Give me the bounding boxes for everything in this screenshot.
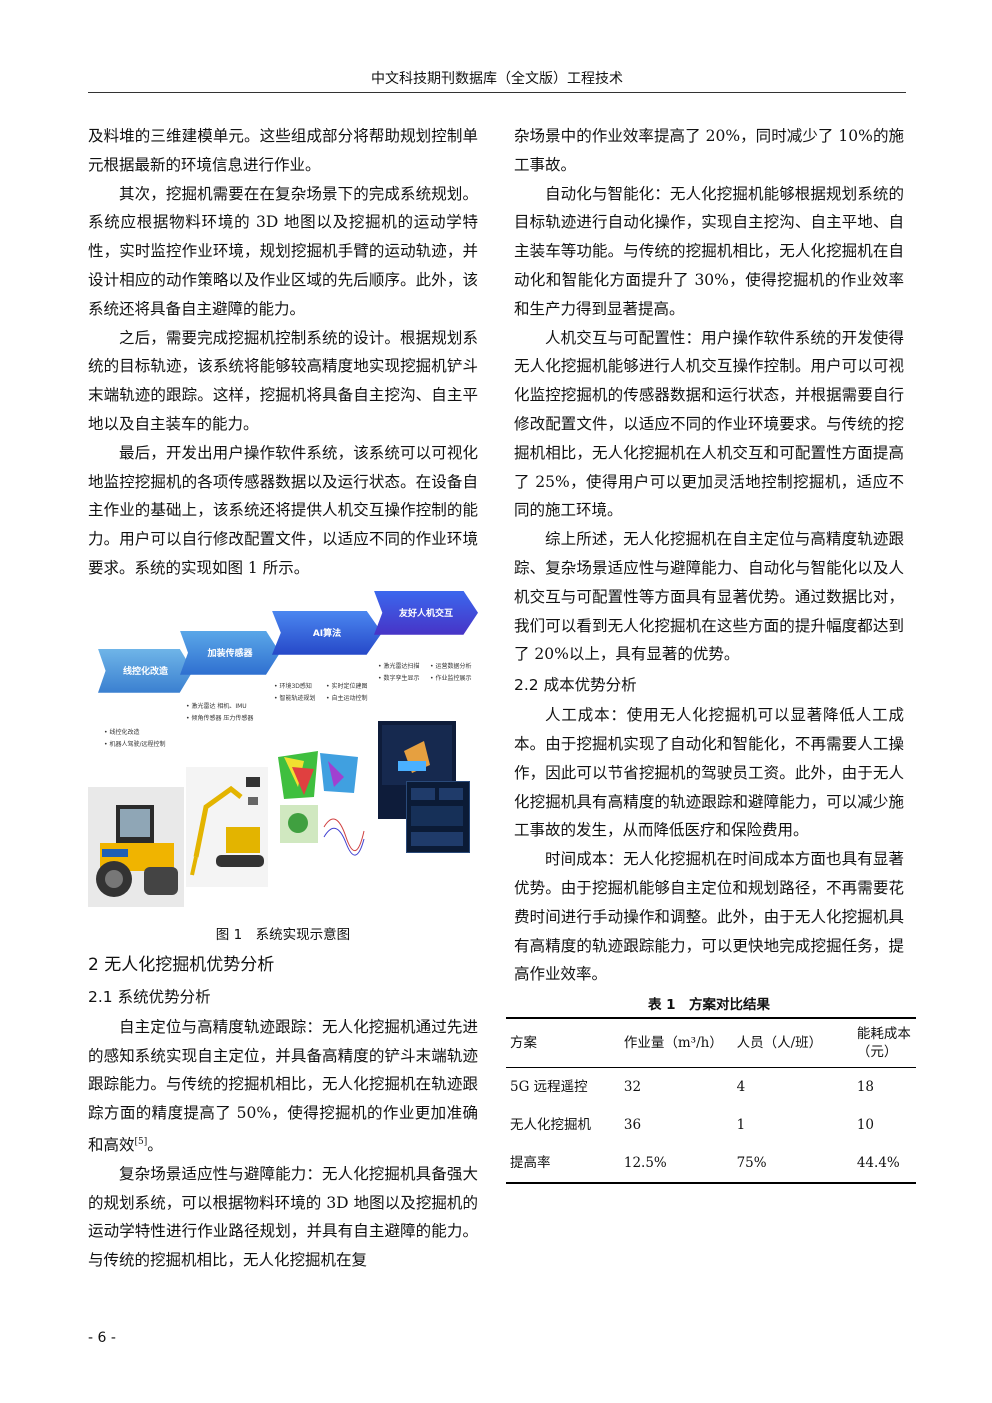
excavator-sensor-image — [186, 766, 268, 887]
paragraph: 其次，挖掘机需要在在复杂场景下的完成系统规划。系统应根据物料环境的 3D 地图以… — [88, 184, 478, 318]
bullet-item: 激光雷达扫描 — [378, 661, 426, 673]
paragraph: 最后，开发出用户操作软件系统，该系统可以可视化地监控挖掘机的各项传感器数据以及运… — [88, 443, 478, 577]
bullet-item: 数字孪生显示 — [378, 673, 426, 685]
bullet-item: 线控化改造 — [104, 727, 165, 739]
step-arrow-1: 线控化改造 — [98, 648, 193, 693]
bullet-item: 倾角传感器 压力传感器 — [186, 713, 253, 725]
table-caption: 表 1 方案对比结果 — [647, 997, 771, 1014]
bullet-item: 实时定位建图 — [326, 681, 374, 693]
bullets-step-1: 线控化改造 机器人驾驶/远程控制 — [104, 727, 165, 751]
paragraph-text: 自主定位与高精度轨迹跟踪：无人化挖掘机通过先进的感知系统实现自主定位，并具备高精… — [88, 1017, 478, 1155]
table-cell: 75% — [732, 1144, 853, 1185]
bullet-item: 自主运动控制 — [326, 693, 374, 705]
road-roller-image — [88, 786, 184, 907]
citation: [5] — [134, 1136, 148, 1147]
bullets-step-4: 激光雷达扫描 运营数据分析 数字孪生显示 作业监控展示 — [378, 661, 478, 685]
table-header-cell: 方案 — [506, 1017, 620, 1069]
table-header-cell: 能耗成本（元） — [852, 1017, 916, 1069]
paragraph: 综上所述，无人化挖掘机在自主定位与高精度轨迹跟踪、复杂场景适应性与避障能力、自动… — [514, 530, 904, 664]
subsection-heading: 2.2 成本优势分析 — [514, 676, 637, 695]
table-cell: 36 — [623, 1117, 642, 1134]
paragraph: 及料堆的三维建模单元。这些组成部分将帮助规划控制单元根据最新的环境信息进行作业。 — [88, 127, 478, 174]
step-arrow-3: AI算法 — [272, 610, 382, 655]
table-cell: 4 — [736, 1079, 746, 1096]
table-cell: 1 — [736, 1117, 746, 1134]
paragraph: 时间成本：无人化挖掘机在时间成本方面也具有显著优势。由于挖掘机能够自主定位和规划… — [514, 850, 904, 984]
paragraph: 人机交互与可配置性：用户操作软件系统的开发使得无人化挖掘机能够进行人机交互操作控… — [514, 328, 904, 520]
comparison-table: 方案 作业量（m³/h） 人员（人/班） 能耗成本（元） 5G 远程遥控 32 … — [506, 1017, 916, 1185]
step-arrow-2: 加装传感器 — [180, 630, 280, 675]
section-heading: 2 无人化挖掘机优势分析 — [88, 954, 275, 975]
bullet-item: 运营数据分析 — [430, 661, 478, 673]
paragraph: 之后，需要完成挖掘机控制系统的设计。根据规划系统的目标轨迹，该系统将能够较高精度… — [88, 328, 478, 433]
table-header-cell: 作业量（m³/h） — [619, 1017, 733, 1069]
paragraph-text: 。 — [147, 1136, 163, 1155]
table-header-cell: 人员（人/班） — [732, 1017, 853, 1069]
figure-1: 线控化改造 加装传感器 AI算法 友好人机交互 线控化改造 机器人驾驶/远程控制… — [88, 587, 478, 917]
table-cell: 提高率 — [506, 1144, 620, 1185]
paragraph: 人工成本：使用无人化挖掘机可以显著降低人工成本。由于挖掘机实现了自动化和智能化，… — [514, 706, 904, 840]
left-column: 及料堆的三维建模单元。这些组成部分将帮助规划控制单元根据最新的环境信息进行作业。… — [88, 122, 478, 1275]
table-cell: 18 — [856, 1079, 875, 1096]
table-header-row: 方案 作业量（m³/h） 人员（人/班） 能耗成本（元） — [506, 1017, 916, 1069]
point-cloud-image — [274, 746, 366, 877]
table-cell: 44.4% — [852, 1144, 916, 1185]
table-row: 提高率 12.5% 75% 44.4% — [506, 1144, 916, 1185]
paragraph: 自动化与智能化：无人化挖掘机能够根据规划系统的目标轨迹进行自动化操作，实现自主挖… — [514, 184, 904, 318]
subsection-heading: 2.1 系统优势分析 — [88, 987, 211, 1006]
bullet-item: 智能轨迹规划 — [274, 693, 322, 705]
bullet-item: 机器人驾驶/远程控制 — [104, 739, 165, 751]
table-cell: 32 — [623, 1079, 642, 1096]
step-arrow-4: 友好人机交互 — [374, 590, 478, 635]
table-row: 无人化挖掘机 36 1 10 — [506, 1106, 916, 1144]
software-dashboard-image — [406, 780, 470, 853]
right-column: 杂场景中的作业效率提高了 20%，同时减少了 10%的施工事故。 自动化与智能化… — [506, 122, 916, 1185]
table-cell: 无人化挖掘机 — [510, 1117, 591, 1134]
table-cell: 5G 远程遥控 — [510, 1079, 588, 1096]
bullets-step-2: 激光雷达 相机、IMU 倾角传感器 压力传感器 — [186, 701, 253, 725]
figure-caption: 图 1 系统实现示意图 — [215, 926, 351, 943]
table-row: 5G 远程遥控 32 4 18 — [506, 1068, 916, 1107]
journal-header: 中文科技期刊数据库（全文版）工程技术 — [371, 71, 623, 87]
header-rule — [88, 92, 906, 93]
page-number: - 6 - — [88, 1330, 116, 1346]
bullets-step-3: 环境3D感知 实时定位建图 智能轨迹规划 自主运动控制 — [274, 681, 374, 705]
bullet-item: 激光雷达 相机、IMU — [186, 701, 253, 713]
bullet-item: 环境3D感知 — [274, 681, 322, 693]
table-cell: 12.5% — [619, 1144, 733, 1185]
paragraph: 复杂场景适应性与避障能力：无人化挖掘机具备强大的规划系统，可以根据物料环境的 3… — [88, 1164, 478, 1270]
paragraph: 自主定位与高精度轨迹跟踪：无人化挖掘机通过先进的感知系统实现自主定位，并具备高精… — [88, 1013, 478, 1160]
bullet-item: 作业监控展示 — [430, 673, 478, 685]
table-cell: 10 — [856, 1117, 875, 1134]
paragraph: 杂场景中的作业效率提高了 20%，同时减少了 10%的施工事故。 — [514, 127, 904, 174]
